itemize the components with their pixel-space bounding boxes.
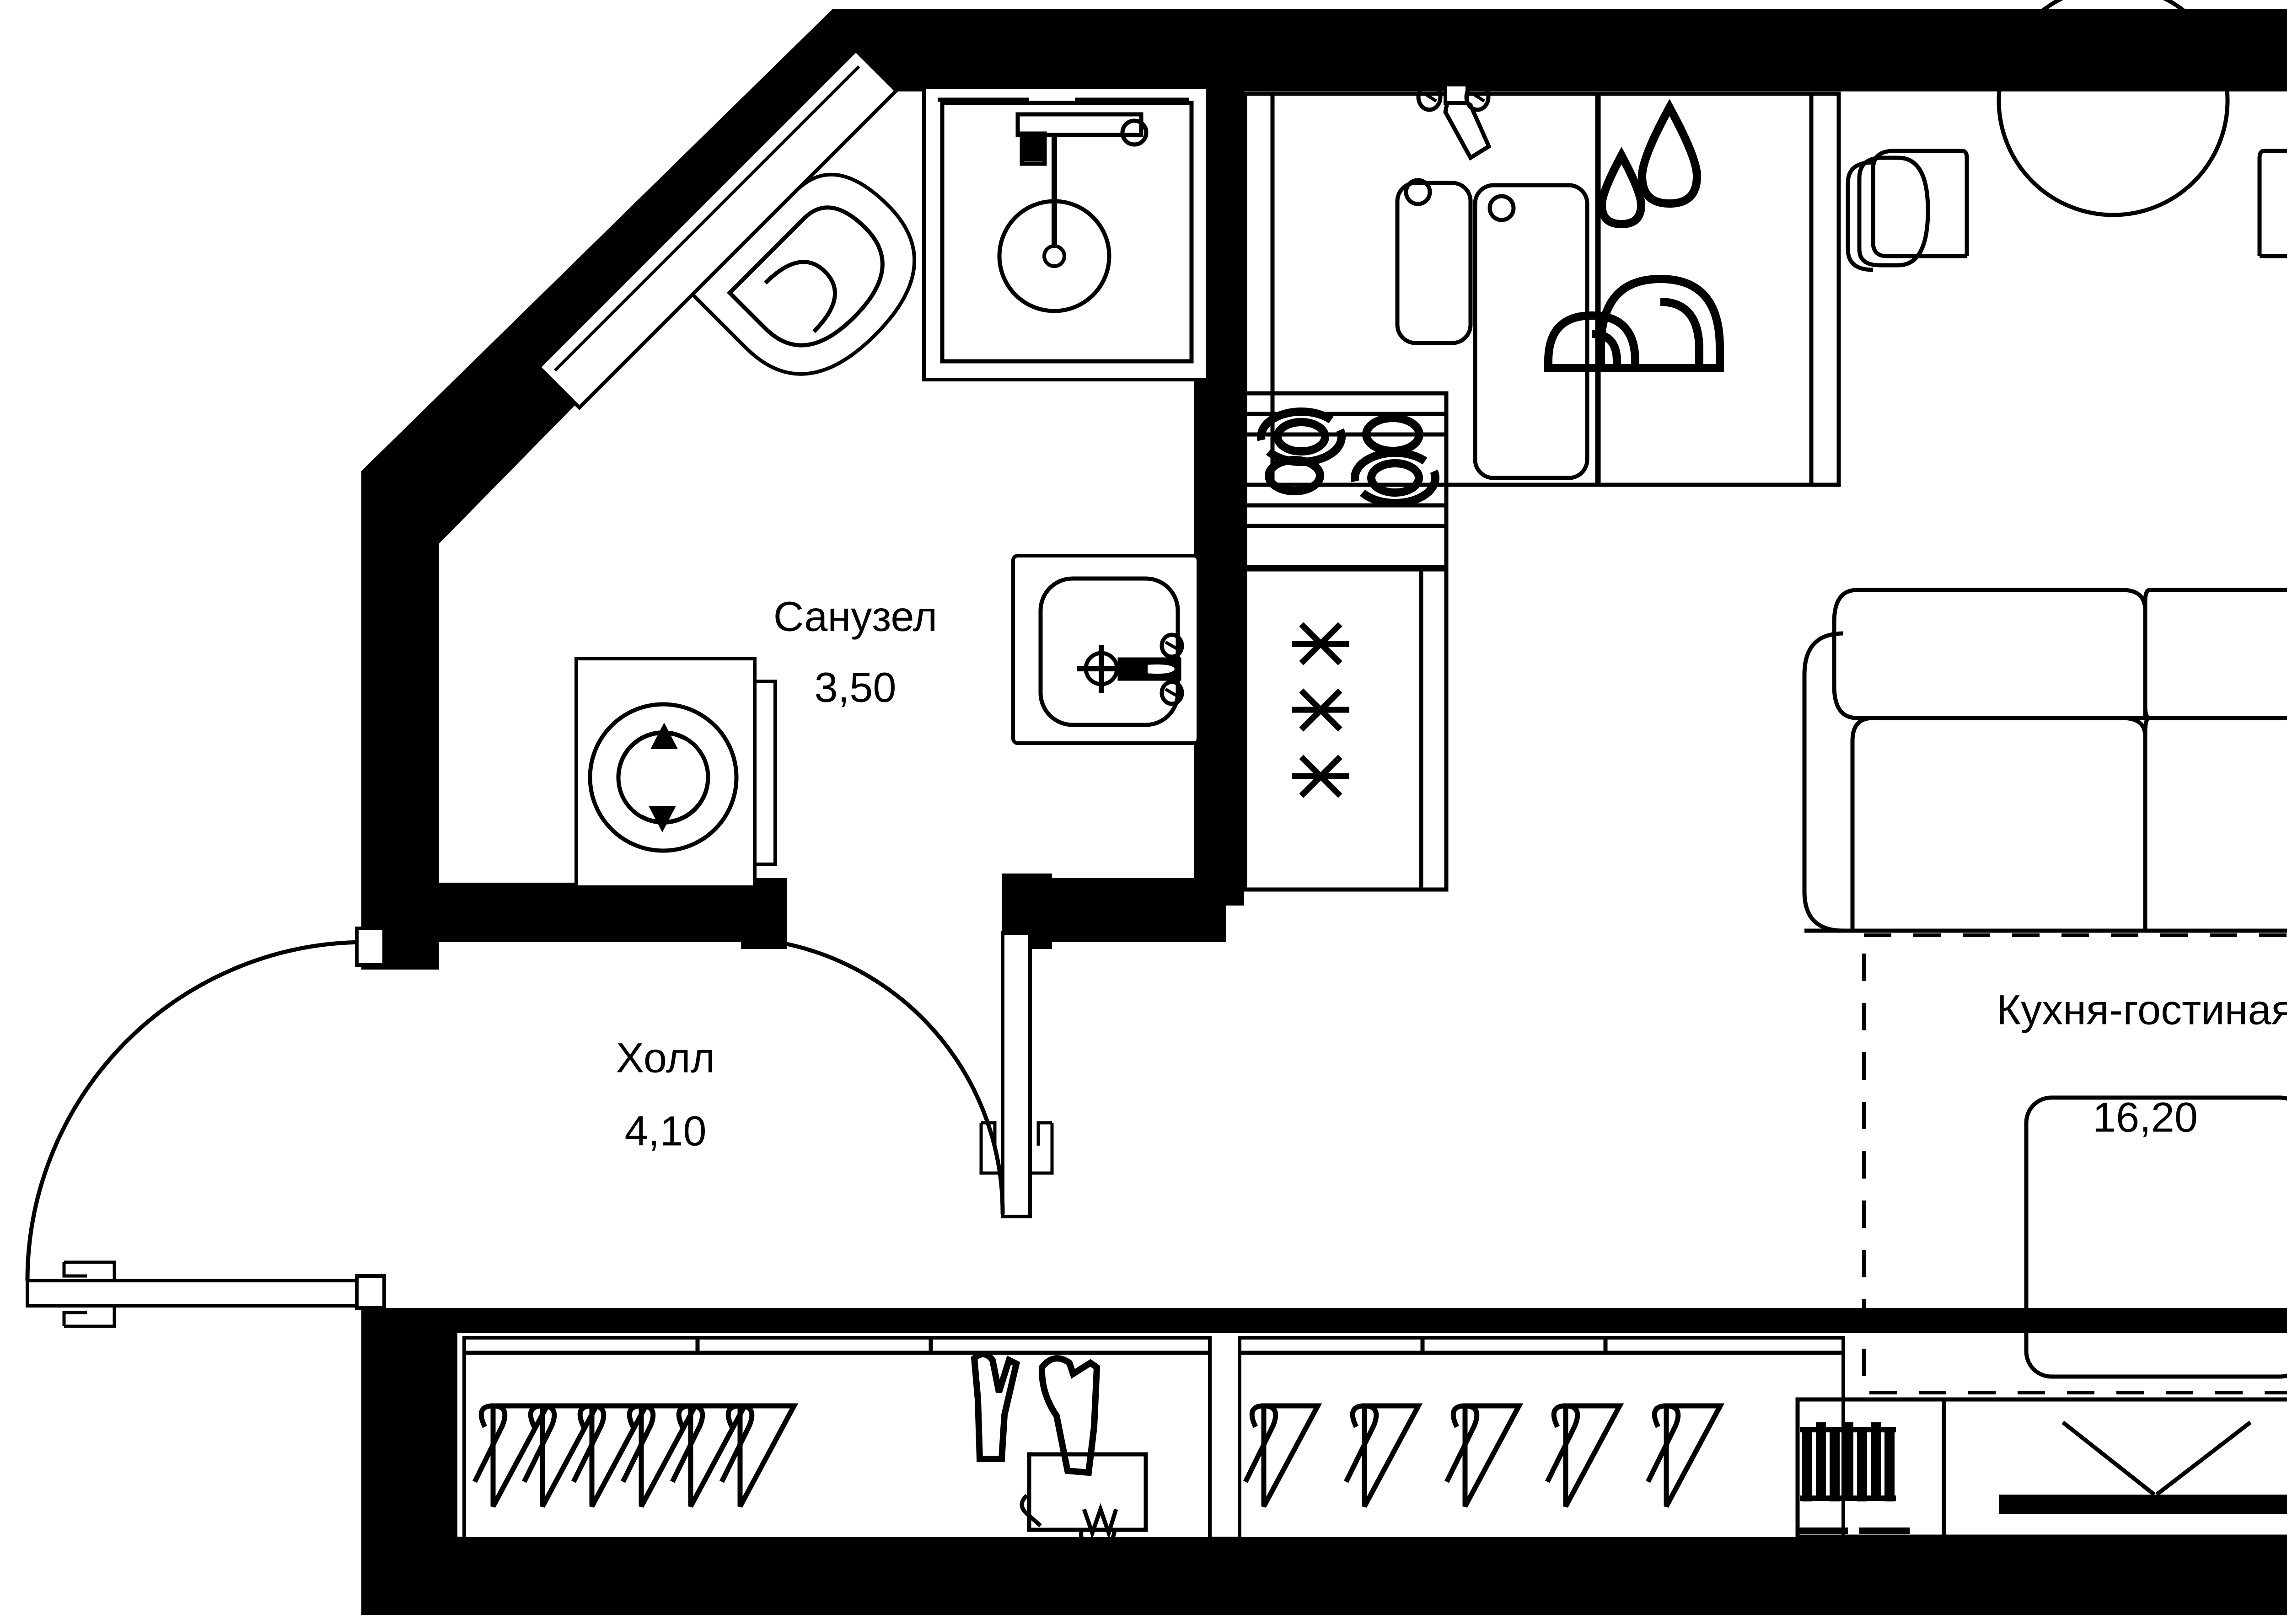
shower-head-icon <box>938 97 1189 166</box>
washing-machine-icon <box>574 657 777 889</box>
dining-chair-icon <box>1846 149 1969 272</box>
bathroom-area: 3,50 <box>814 664 896 711</box>
dishwasher-icon <box>1544 91 1841 487</box>
cooktop-icon <box>1243 391 1449 572</box>
faucet-icon <box>1404 82 1516 222</box>
washbasin-icon <box>1011 554 1200 745</box>
dining-chair-icon <box>2257 149 2287 258</box>
entry-door[interactable] <box>25 927 386 1328</box>
rug-outline-icon <box>1862 933 2287 1394</box>
tv-unit <box>1795 1397 2287 1539</box>
sofa-icon <box>1802 588 2287 933</box>
bathroom-door[interactable] <box>777 931 1054 1218</box>
wardrobe-left <box>462 1336 1212 1549</box>
kitchen-living-area: 16,20 <box>2093 1094 2198 1141</box>
bathroom-label: Санузел <box>773 593 937 640</box>
storage-box-icon <box>1020 1452 1148 1549</box>
wardrobe-right <box>1238 1336 1845 1541</box>
coffee-table-icon <box>2024 1095 2287 1379</box>
speaker-icon <box>1798 1422 1910 1534</box>
dining-table-icon <box>1997 0 2230 217</box>
hall-area: 4,10 <box>624 1108 706 1154</box>
clothes-hanger-icon <box>1243 1403 1725 1508</box>
oven-icon <box>1243 567 1449 892</box>
clothes-hanger-icon <box>472 1403 799 1508</box>
boots-icon <box>971 1351 1101 1476</box>
toilet-icon <box>536 48 917 410</box>
shower-tray-icon <box>922 85 1209 381</box>
tv-icon <box>1999 1420 2287 1514</box>
kitchen-living-label: Кухня-гостиная <box>1997 986 2287 1033</box>
hall-label: Холл <box>616 1034 715 1081</box>
kitchen-counter-upper <box>1243 91 1275 487</box>
